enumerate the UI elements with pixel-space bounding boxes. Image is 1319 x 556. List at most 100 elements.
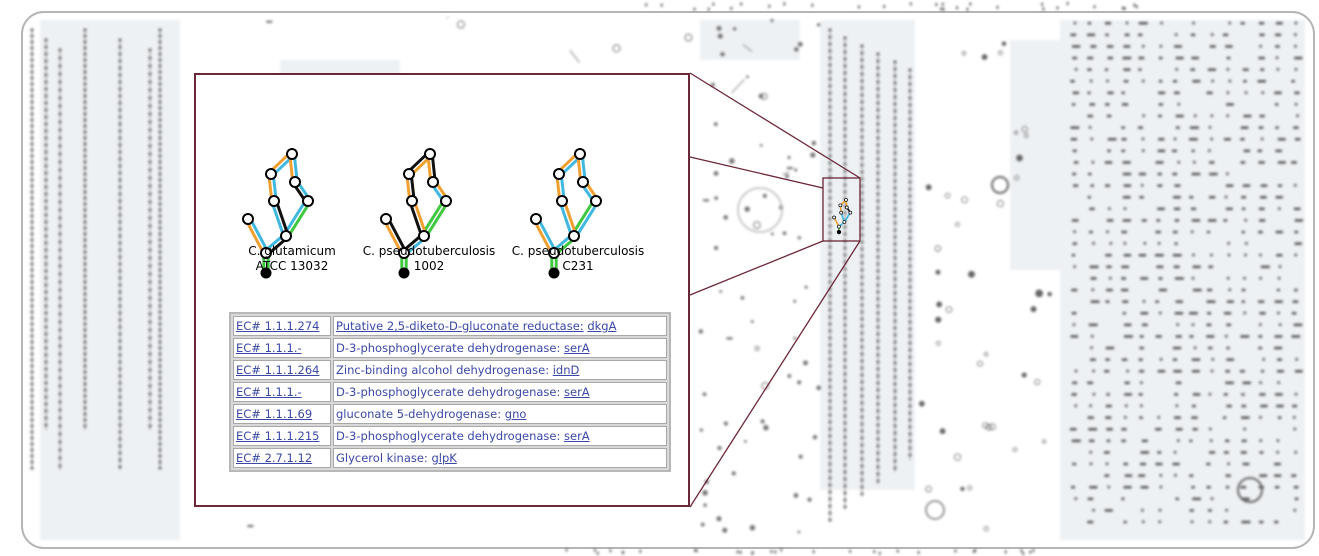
gene-link[interactable]: serA [564,429,590,443]
map-glyph [1210,369,1214,373]
map-glyph [1223,33,1229,37]
ec-link[interactable]: EC# 1.1.1.69 [236,407,313,421]
map-edge [446,16,449,19]
gene-link[interactable]: serA [564,341,590,355]
organism-label-1: C. glutamicum ATCC 13032 [207,244,377,274]
ec-link[interactable]: EC# 1.1.1.- [236,385,302,399]
map-glyph [1090,346,1094,350]
map-glyph [1141,44,1145,48]
map-glyph [1121,138,1127,141]
pathway-graph-1 [242,148,314,279]
map-node [732,27,737,31]
map-glyph [1105,103,1110,106]
map-glyph [1259,44,1263,48]
ec-link[interactable]: EC# 1.1.1.215 [236,429,320,443]
map-glyph [1141,219,1147,222]
map-glyph [1124,323,1132,327]
map-glyph [1138,358,1143,361]
map-glyph [1070,138,1078,141]
map-glyph [1104,474,1110,477]
ec-link[interactable]: EC# 1.1.1.274 [236,319,320,333]
map-glyph [1259,312,1266,315]
map-glyph [1175,381,1182,385]
metabolite-node [302,195,314,207]
map-glyph [1093,5,1096,9]
map-glyph [974,549,977,553]
map-glyph [1004,550,1007,554]
map-glyph [1192,21,1196,25]
map-node [804,285,808,289]
map-glyph [1191,149,1195,153]
metabolite-node [242,213,254,225]
map-node [1030,306,1037,313]
map-glyph [1294,253,1298,257]
map-glyph [1275,33,1282,37]
map-glyph [694,548,697,552]
enzyme-description-link[interactable]: Putative 2,5-diketo-D-gluconate reductas… [336,319,584,333]
gene-link[interactable]: glpK [431,451,457,465]
map-glyph [1105,254,1112,257]
map-node [710,82,715,87]
ec-link[interactable]: EC# 1.1.1.- [236,341,302,355]
map-glyph [1071,486,1075,489]
map-glyph [1071,439,1081,443]
map-glyph [1274,346,1283,350]
map-glyph [1226,346,1230,350]
map-glyph [1155,462,1163,466]
map-edge [569,49,580,63]
map-glyph [1277,207,1281,211]
map-glyph [1071,219,1079,222]
metabolite-node [424,148,436,160]
map-glyph [1109,241,1113,245]
map-glyph [1176,439,1180,443]
map-glyph [1258,230,1263,234]
map-glyph [1189,509,1194,512]
map-glyph [1175,126,1180,129]
table-row: EC# 2.7.1.12 Glycerol kinase: glpK [233,448,667,468]
ec-link[interactable]: EC# 1.1.1.264 [236,363,320,377]
map-glyph [1240,335,1250,338]
map-glyph [1291,161,1297,164]
map-glyph [1175,404,1179,408]
gene-link[interactable]: serA [564,385,590,399]
metabolite-node [406,195,418,207]
metabolite-node [553,168,565,180]
map-node [716,25,722,31]
metabolite-node [398,247,410,259]
root-node [398,267,410,279]
map-glyph [1243,80,1247,83]
organism-strain: C231 [562,259,594,273]
map-glyph [1105,33,1109,37]
table-row: EC# 1.1.1.- D-3-phosphoglycerate dehydro… [233,338,667,358]
map-node [753,221,761,229]
map-glyph [1192,265,1201,269]
map-glyph [1257,149,1263,153]
map-glyph [660,3,663,7]
gene-link[interactable]: gno [504,407,527,421]
map-glyph [1072,462,1077,466]
map-node [793,47,799,52]
map-glyph [1087,381,1094,385]
map-glyph [774,550,777,554]
map-glyph [1073,230,1077,234]
map-glyph [1225,184,1234,187]
map-glyph [1211,357,1215,361]
map-glyph [1293,486,1299,489]
map-glyph [1293,33,1297,37]
map-glyph [1241,520,1251,524]
ec-link[interactable]: EC# 2.7.1.12 [236,451,313,465]
map-glyph [996,5,999,9]
map-glyph [1225,45,1233,48]
map-glyph [1294,370,1303,373]
map-node [797,530,801,534]
gene-link[interactable]: dkgA [587,319,617,333]
map-glyph [1089,462,1093,466]
gene-link[interactable]: idnD [552,363,580,377]
map-glyph [1223,393,1228,396]
map-glyph [1155,335,1162,338]
map-node [456,20,465,29]
map-glyph [1227,253,1231,257]
map-glyph [1258,346,1263,350]
map-glyph [1087,114,1093,118]
map-glyph [1123,520,1127,524]
